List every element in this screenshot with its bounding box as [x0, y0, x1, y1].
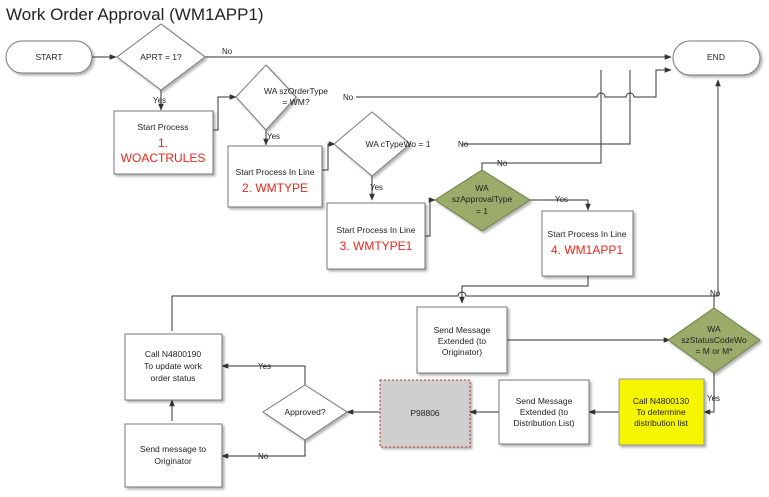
- svg-text:4. WM1APP1: 4. WM1APP1: [551, 243, 623, 257]
- svg-text:szApprovalType: szApprovalType: [452, 194, 513, 204]
- svg-text:szStatusCodeWo: szStatusCodeWo: [681, 335, 747, 345]
- svg-text:Send Message: Send Message: [516, 396, 573, 406]
- svg-text:END: END: [707, 52, 725, 62]
- svg-text:Approved?: Approved?: [284, 407, 325, 417]
- end-terminator: END: [672, 40, 761, 76]
- edge-labels: No Yes No Yes No Yes No Yes No Yes Yes N…: [153, 47, 721, 461]
- edge-ordertype-no: [356, 67, 672, 98]
- svg-text:Start Process: Start Process: [137, 122, 188, 132]
- svg-text:To update work: To update work: [144, 361, 202, 371]
- edge-wmtype1-to-approvaltype: [425, 197, 436, 237]
- decision-statuscode: WA szStatusCodeWo = M or M*: [667, 307, 761, 374]
- process-wmtype: Start Process In Line 2. WMTYPE: [227, 145, 323, 208]
- process-call-n4800190: Call N4800190 To update work order statu…: [124, 333, 223, 401]
- svg-text:Start Process In Line: Start Process In Line: [337, 225, 416, 235]
- decision-aprt: APRT = 1?: [116, 23, 206, 91]
- svg-text:WA: WA: [475, 183, 489, 193]
- svg-text:START: START: [35, 52, 62, 62]
- label-typewo-no: No: [458, 140, 469, 149]
- process-send-distribution: Send Message Extended (to Distribution L…: [498, 379, 590, 445]
- form-p98806: P98806: [379, 379, 471, 448]
- edge-wmtype-to-typewo: [322, 141, 336, 171]
- svg-text:Call N4800190: Call N4800190: [145, 349, 202, 359]
- svg-text:= 1: = 1: [476, 206, 488, 216]
- label-aprt-no: No: [222, 47, 233, 56]
- svg-text:Start Process In Line: Start Process In Line: [236, 167, 315, 177]
- svg-text:Send message to: Send message to: [140, 444, 206, 454]
- svg-text:Send Message: Send Message: [434, 325, 491, 335]
- label-approved-yes: Yes: [258, 362, 271, 371]
- edge-n4800190-to-end: [171, 291, 714, 331]
- decision-approved: Approved?: [262, 384, 348, 441]
- svg-text:WA szOrderType: WA szOrderType: [264, 86, 328, 96]
- svg-text:APRT = 1?: APRT = 1?: [140, 52, 182, 62]
- label-ordertype-yes: Yes: [267, 132, 280, 141]
- label-typewo-yes: Yes: [370, 183, 383, 192]
- svg-text:Originator: Originator: [154, 456, 191, 466]
- edge-status-yes: [703, 373, 715, 415]
- svg-text:Start Process In Line: Start Process In Line: [548, 229, 627, 239]
- process-call-n4800130: Call N4800130 To determine distribution …: [618, 378, 705, 446]
- edge-approved-yes: [221, 363, 306, 385]
- svg-text:Extended (to: Extended (to: [438, 336, 486, 346]
- label-status-yes: Yes: [707, 394, 720, 403]
- process-wmtype1: Start Process In Line 3. WMTYPE1: [326, 202, 426, 270]
- label-ordertype-no: No: [343, 93, 354, 102]
- label-aprt-yes: Yes: [153, 96, 166, 105]
- svg-text:= M or M*: = M or M*: [695, 346, 733, 356]
- svg-text:WOACTRULES: WOACTRULES: [121, 151, 206, 165]
- svg-text:3. WMTYPE1: 3. WMTYPE1: [340, 239, 413, 253]
- decision-approvaltype: WA szApprovalType = 1: [434, 169, 531, 232]
- process-woactrules: Start Process 1. WOACTRULES: [113, 110, 214, 175]
- edge-approvaltype-yes: [530, 199, 591, 211]
- svg-text:Call N4800130: Call N4800130: [633, 396, 690, 406]
- process-send-originator-extended: Send Message Extended (to Originator): [416, 306, 508, 374]
- edge-approvaltype-no: [481, 70, 602, 170]
- svg-text:Extended (to: Extended (to: [520, 407, 568, 417]
- edge-approved-no: [221, 440, 306, 459]
- process-wm1app1: Start Process In Line 4. WM1APP1: [541, 210, 634, 277]
- process-send-originator: Send message to Originator: [124, 423, 223, 488]
- svg-text:2. WMTYPE: 2. WMTYPE: [242, 181, 308, 195]
- decision-typewo: WA cTypeWo = 1: [333, 111, 431, 177]
- svg-text:Distribution List): Distribution List): [514, 418, 575, 428]
- label-approved-no: No: [258, 452, 269, 461]
- svg-text:WA: WA: [707, 324, 721, 334]
- svg-text:distribution list: distribution list: [634, 418, 688, 428]
- label-approvaltype-yes: Yes: [555, 195, 568, 204]
- svg-text:= WM?: = WM?: [282, 97, 309, 107]
- decision-ordertype: WA szOrderType = WM?: [235, 64, 328, 131]
- svg-text:order status: order status: [151, 373, 196, 383]
- svg-text:Originator): Originator): [442, 347, 482, 357]
- edge-typewo-no: [462, 70, 631, 145]
- svg-text:1.: 1.: [158, 136, 168, 150]
- svg-text:To determine: To determine: [636, 407, 685, 417]
- svg-text:P98806: P98806: [410, 408, 440, 418]
- connectors: [92, 54, 721, 459]
- diagram-title: Work Order Approval (WM1APP1): [6, 5, 264, 24]
- edge-wm1app1-to-sendmsg: [459, 276, 589, 304]
- label-status-no: No: [710, 289, 721, 298]
- start-terminator: START: [5, 40, 93, 74]
- edge-status-no: [713, 79, 721, 308]
- label-approvaltype-no: No: [497, 159, 508, 168]
- edge-sp-to-ordertype: [213, 94, 237, 131]
- svg-text:WA cTypeWo = 1: WA cTypeWo = 1: [366, 139, 431, 149]
